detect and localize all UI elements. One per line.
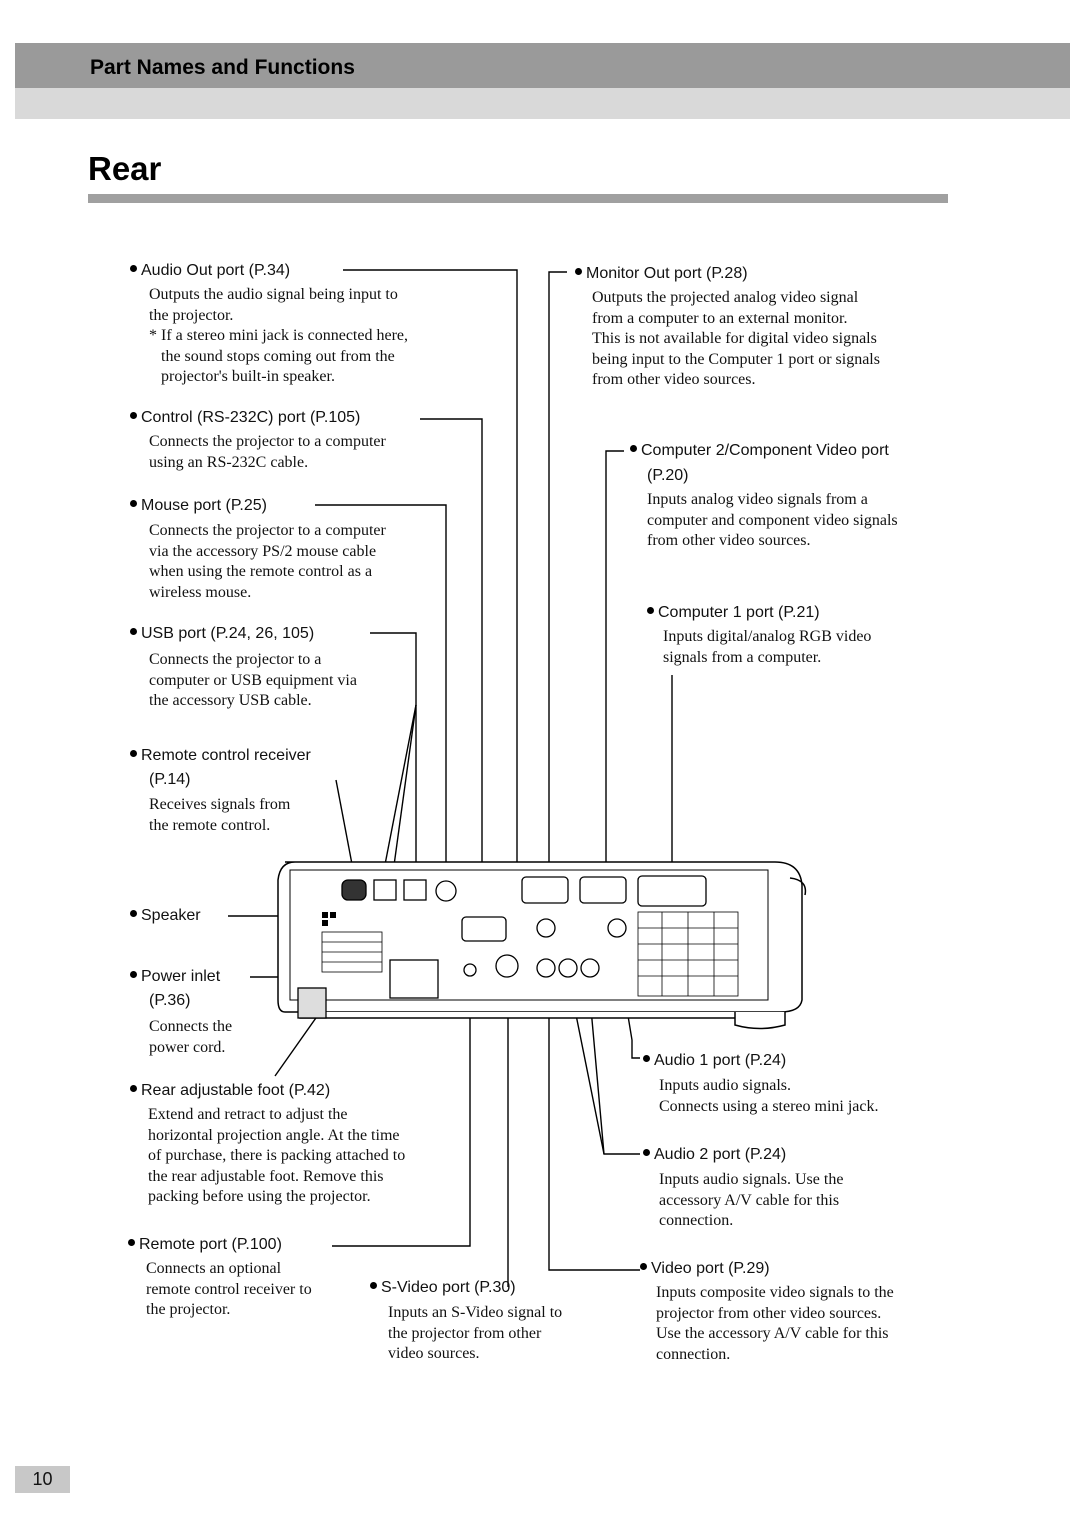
header-subband	[15, 88, 1070, 119]
page-number: 10	[15, 1466, 70, 1493]
usb-port-label: USB port (P.24, 26, 105)	[130, 623, 314, 645]
leader-remote-port	[332, 970, 471, 1247]
bullet-icon	[575, 268, 582, 275]
computer2-desc: Inputs analog video signals from a compu…	[647, 491, 898, 550]
power-inlet-label: Power inlet	[130, 966, 220, 988]
audio-out-port	[536, 918, 556, 938]
audio-out-desc: Outputs the audio signal being input to …	[149, 286, 408, 386]
rear-foot	[297, 987, 327, 1019]
mouse-port	[435, 880, 457, 902]
power-inlet-page: (P.36)	[149, 992, 191, 1009]
svideo-port	[495, 954, 519, 978]
bullet-icon	[130, 750, 137, 757]
bullet-icon	[130, 971, 137, 978]
leader-foot	[274, 1014, 319, 1077]
bullet-icon	[643, 1149, 650, 1156]
remote-port-desc: Connects an optional remote control rece…	[146, 1260, 312, 1319]
leader-usb-branch-a	[381, 704, 417, 881]
control-port	[461, 916, 507, 942]
usb-port-a	[373, 879, 397, 901]
audio-out-label: Audio Out port (P.34)	[130, 260, 290, 282]
audio2-desc: Inputs audio signals. Use the accessory …	[659, 1171, 844, 1230]
bullet-icon	[630, 445, 637, 452]
mouse-port-desc: Connects the projector to a computer via…	[149, 522, 386, 601]
monitor-out-label: Monitor Out port (P.28)	[575, 263, 748, 285]
speaker-grille	[322, 912, 336, 926]
audio1-desc: Inputs audio signals. Connects using a s…	[659, 1077, 879, 1115]
leader-mouse	[315, 504, 447, 882]
mouse-port-label: Mouse port (P.25)	[130, 495, 267, 517]
computer1-desc: Inputs digital/analog RGB video signals …	[663, 628, 872, 666]
control-port-desc: Connects the projector to a computer usi…	[149, 433, 386, 471]
svideo-port-label: S-Video port (P.30)	[370, 1277, 516, 1299]
bullet-icon	[130, 910, 137, 917]
audio1-port	[607, 918, 627, 938]
leader-monitor-out	[548, 271, 567, 880]
svideo-port-desc: Inputs an S-Video signal to the projecto…	[388, 1304, 563, 1363]
computer1-port	[637, 875, 707, 907]
computer1-label: Computer 1 port (P.21)	[647, 602, 820, 624]
leader-usb	[370, 632, 417, 880]
remote-receiver-label: Remote control receiver	[130, 745, 311, 767]
remote-receiver-page: (P.14)	[149, 771, 191, 788]
computer2-label: Computer 2/Component Video port	[630, 440, 889, 462]
page-title: Rear	[88, 150, 162, 187]
control-port-label: Control (RS-232C) port (P.105)	[130, 407, 360, 429]
rear-foot-label: Rear adjustable foot (P.42)	[130, 1080, 330, 1102]
bullet-icon	[647, 607, 654, 614]
remote-port	[463, 963, 477, 977]
video-port-desc: Inputs composite video signals to the pr…	[656, 1284, 894, 1363]
video-port-label: Video port (P.29)	[640, 1258, 770, 1280]
audio2-label: Audio 2 port (P.24)	[643, 1144, 786, 1166]
power-inlet	[389, 959, 439, 999]
bullet-icon	[370, 1282, 377, 1289]
vent-grille	[321, 911, 739, 997]
rear-foot-desc: Extend and retract to adjust the horizon…	[148, 1106, 406, 1206]
bullet-icon	[130, 1085, 137, 1092]
computer2-page: (P.20)	[647, 467, 689, 484]
video-port	[536, 958, 556, 978]
title-rule	[88, 194, 948, 203]
monitor-out-port	[521, 876, 569, 904]
remote-receiver-window	[341, 879, 367, 901]
bullet-icon	[130, 265, 137, 272]
usb-port-desc: Connects the projector to a computer or …	[149, 651, 357, 710]
remote-port-label: Remote port (P.100)	[128, 1234, 282, 1256]
power-inlet-desc: Connects the power cord.	[149, 1018, 233, 1056]
leader-video	[548, 975, 640, 1271]
leader-control	[420, 418, 483, 915]
bullet-icon	[643, 1055, 650, 1062]
usb-port-b	[403, 879, 427, 901]
audio1-label: Audio 1 port (P.24)	[643, 1050, 786, 1072]
monitor-out-desc: Outputs the projected analog video signa…	[592, 289, 880, 389]
audio2-l-port	[558, 958, 578, 978]
computer2-port	[579, 876, 627, 904]
bullet-icon	[128, 1239, 135, 1246]
bullet-icon	[130, 412, 137, 419]
leader-usb-branch-b	[391, 704, 417, 881]
bullet-icon	[130, 500, 137, 507]
remote-receiver-desc: Receives signals from the remote control…	[149, 796, 291, 834]
bullet-icon	[130, 628, 137, 635]
section-title: Part Names and Functions	[90, 56, 355, 79]
audio2-r-port	[580, 958, 600, 978]
speaker-label: Speaker	[130, 905, 201, 927]
bullet-icon	[640, 1263, 647, 1270]
leader-computer2	[605, 450, 624, 880]
header-band	[15, 43, 1070, 88]
